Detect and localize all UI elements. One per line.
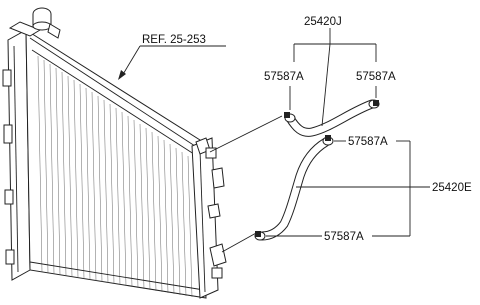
lower-hose-clamp-top	[322, 135, 334, 146]
hose-25420J-label: 25420J	[304, 16, 342, 28]
clamp-middle-label: 57587A	[348, 136, 388, 148]
radiator-core-fins	[37, 55, 193, 298]
lower-outlet-leader	[221, 231, 259, 253]
clamp-upper-right-callout: 57587A	[356, 71, 396, 98]
radiator-assembly	[2, 7, 227, 299]
clamp-lower-label: 57587A	[324, 231, 364, 243]
clamp-upper-left-callout: 57587A	[264, 71, 304, 110]
lower-hose-clamp-bottom	[254, 231, 266, 241]
clamp-upper-left-label: 57587A	[264, 71, 304, 83]
radiator-filler-cap	[8, 7, 61, 39]
upper-outlet-leader	[209, 115, 283, 153]
clamp-middle-callout: 57587A	[334, 136, 411, 236]
reference-callout: REF. 25-253	[118, 34, 226, 80]
hose-25420J-callout: 25420J	[293, 16, 377, 127]
upper-hose-clamp-right	[368, 99, 380, 109]
clamp-lower-callout: 57587A	[266, 231, 410, 243]
reference-label: REF. 25-253	[142, 34, 206, 46]
upper-hose	[284, 99, 380, 137]
clamp-upper-right-label: 57587A	[356, 71, 396, 83]
lower-hose	[254, 135, 334, 241]
hose-25420E-label: 25420E	[432, 182, 472, 194]
hose-25420E-callout: 25420E	[296, 182, 472, 194]
upper-hose-clamp-left	[284, 112, 296, 123]
radiator-right-tank	[191, 137, 227, 299]
